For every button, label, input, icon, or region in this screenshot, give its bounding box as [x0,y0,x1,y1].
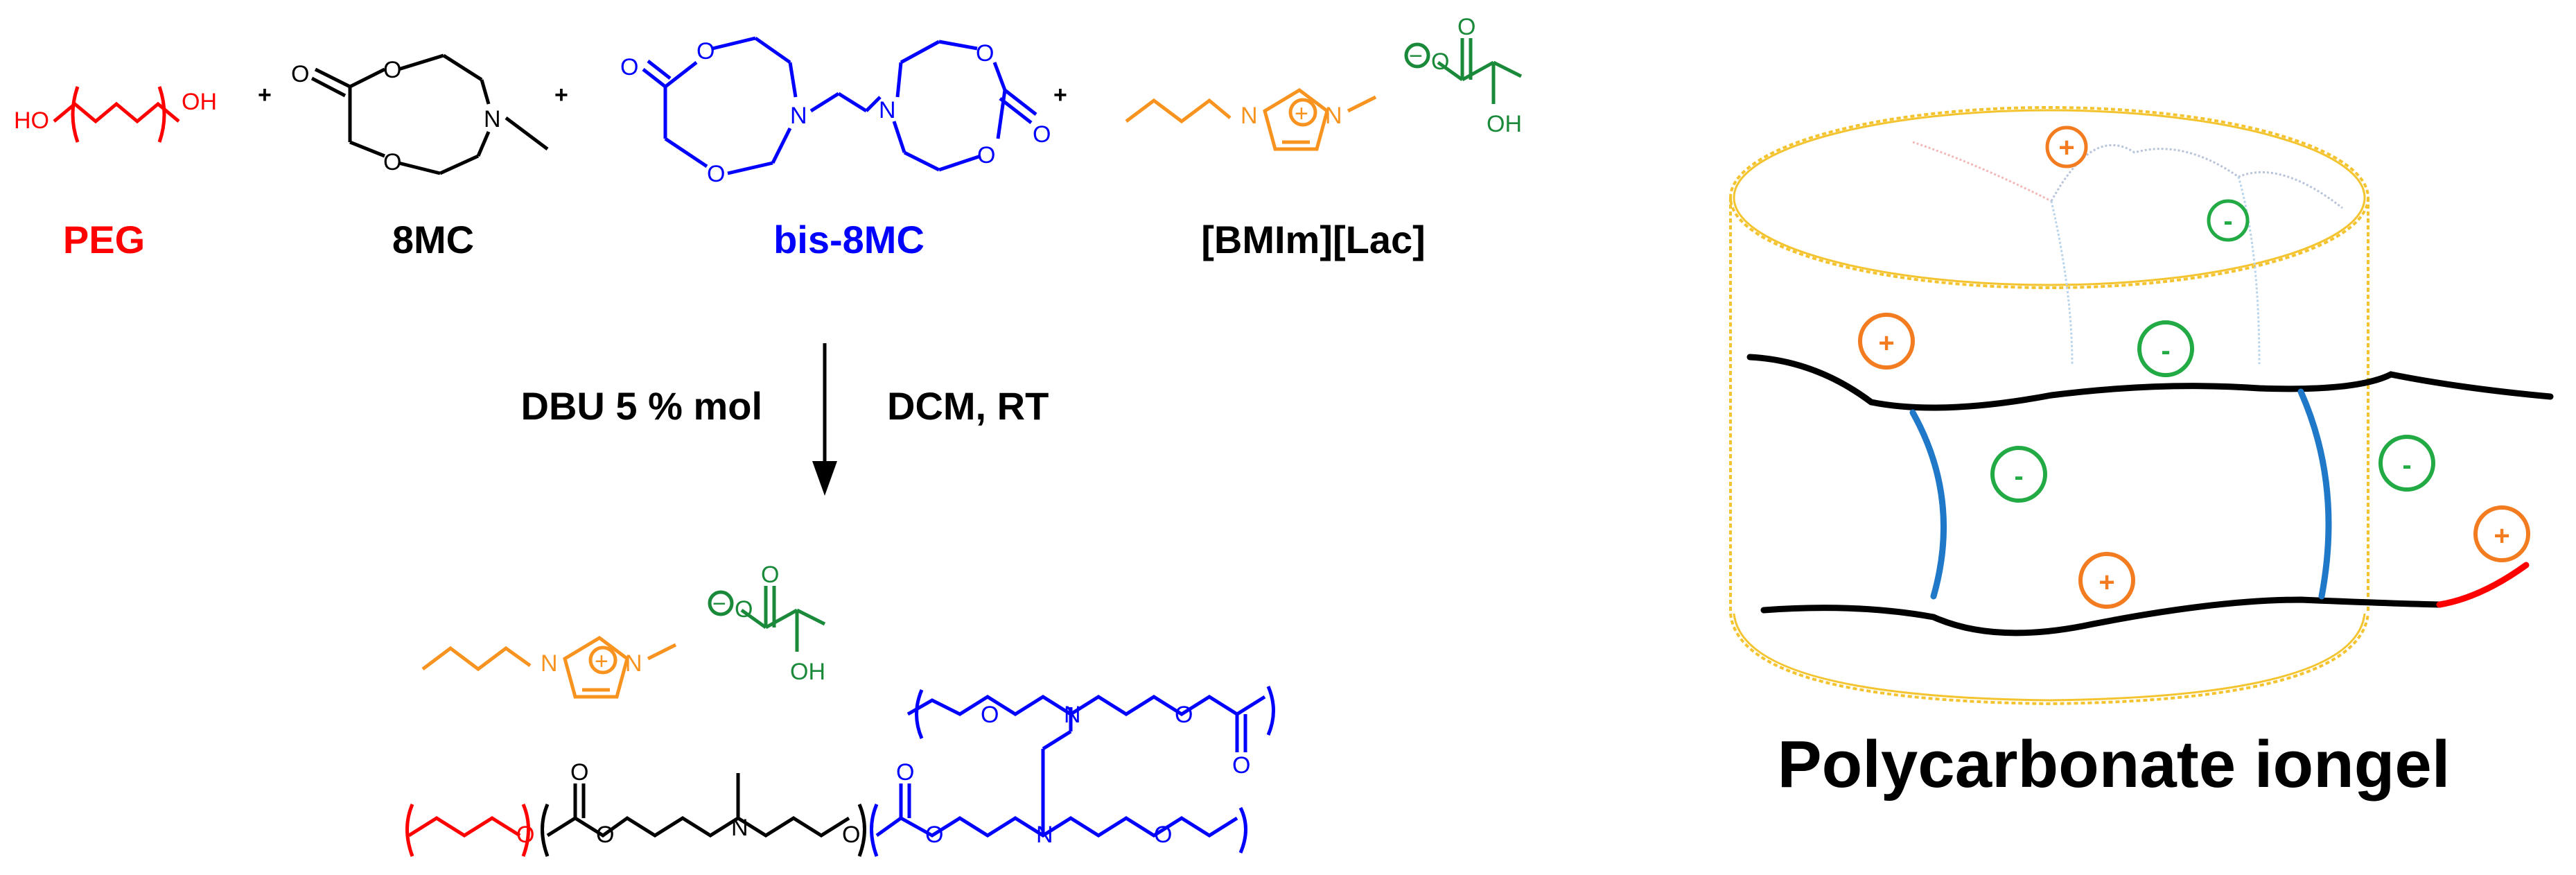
lower-polymer-chain [1760,596,2443,636]
plus-sign-2: + [554,82,568,108]
peg-ho: HO [14,107,49,134]
poly-o3: O [596,822,614,848]
bis-o4: O [976,40,994,67]
bis-n2: N [879,97,896,123]
crosslink-right [2297,388,2332,600]
prod-lac-oh: OH [790,659,825,685]
ion-plus-2: + [1858,313,1915,370]
8mc-n: N [484,106,501,132]
svg-text:-: - [2161,336,2170,366]
peg-bracket-left [71,86,80,143]
ion-minus-4: - [2378,435,2435,492]
ion-minus-1: - [2207,199,2250,242]
poly-o8: O [981,702,999,728]
svg-text:+: + [1878,328,1894,358]
prod-lac-o1: O [735,596,753,623]
bis-8mc-structure [642,36,1037,175]
svg-text:+: + [2058,132,2074,163]
iongel-cylinder [1729,106,2369,706]
poly-n1: N [731,815,748,841]
svg-text:-: - [2223,206,2232,236]
bmim-plus: + [1295,101,1308,127]
conditions-left: DBU 5 % mol [521,384,763,428]
svg-text:-: - [2014,461,2023,492]
upper-polymer-chain [1746,354,2554,411]
lac-o2: O [1457,14,1475,40]
conditions-right: DCM, RT [887,384,1049,428]
8mc-o-top: O [383,57,401,83]
ion-minus-3: - [1990,446,2047,503]
8mc-o-carbonyl: O [291,61,309,87]
svg-text:-: - [2402,450,2411,480]
poly-o7: O [1154,822,1172,848]
bmim-n2: N [1325,103,1342,129]
eight-mc-structure [310,53,549,175]
poly-o4: O [842,822,860,848]
product-polymer [405,686,1275,857]
8mc-o-bottom: O [383,149,401,175]
peg-oh: OH [182,89,217,115]
ion-minus-2: - [2137,320,2194,377]
svg-text:+: + [2099,567,2114,598]
bis-8mc-label: bis-8MC [773,218,925,261]
bis-o3: O [707,161,725,187]
peg-chain-end [2436,562,2530,608]
peg-structure: HO OH PEG [14,86,217,261]
svg-text:+: + [2494,521,2509,551]
poly-o10: O [1232,752,1250,779]
poly-n3: N [1064,702,1081,728]
lactate-anion [1404,38,1523,104]
product-bmim-cation [421,635,677,699]
lac-oh: OH [1487,111,1522,137]
prod-bmim-plus: + [595,648,608,675]
bmim-n1: N [1241,103,1258,129]
peg-bracket-right [157,86,166,143]
prod-lac-o2: O [761,562,779,588]
lac-o1: O [1431,49,1449,75]
8mc-label: 8MC [392,218,474,261]
bis-n1: N [790,103,807,129]
iongel-caption: Polycarbonate iongel [1778,727,2451,802]
prod-lac-minus: − [712,591,726,617]
bis-o5: O [977,142,995,168]
ion-plus-3: + [2078,552,2135,609]
plus-sign-1: + [258,82,272,108]
poly-o1: O [516,822,534,848]
product-lactate-anion [708,586,826,652]
poly-o2: O [570,759,588,786]
prod-bmim-n2: N [625,650,642,677]
bis-o6: O [1033,121,1051,148]
peg-label: PEG [63,218,145,261]
bmim-cation [1125,87,1377,151]
poly-n2: N [1036,822,1053,848]
prod-bmim-n1: N [541,650,558,677]
bis-o1: O [620,54,638,80]
upper-faint-strands [1912,141,2343,365]
ion-plus-1: + [2045,125,2088,168]
network-strands [1746,354,2554,636]
ionic-liquid-label: [BMIm][Lac] [1201,218,1426,261]
8mc-carbonyl [314,67,351,89]
poly-o6: O [925,822,943,848]
8mc-methyl [505,116,549,150]
crosslink-left [1909,409,1947,600]
poly-o9: O [1175,702,1193,728]
plus-sign-3: + [1053,82,1067,108]
bis-o2: O [696,38,715,64]
lac-minus: − [1409,43,1423,69]
poly-o5: O [896,759,914,786]
ion-plus-4: + [2473,505,2530,562]
reaction-arrow [812,343,837,496]
